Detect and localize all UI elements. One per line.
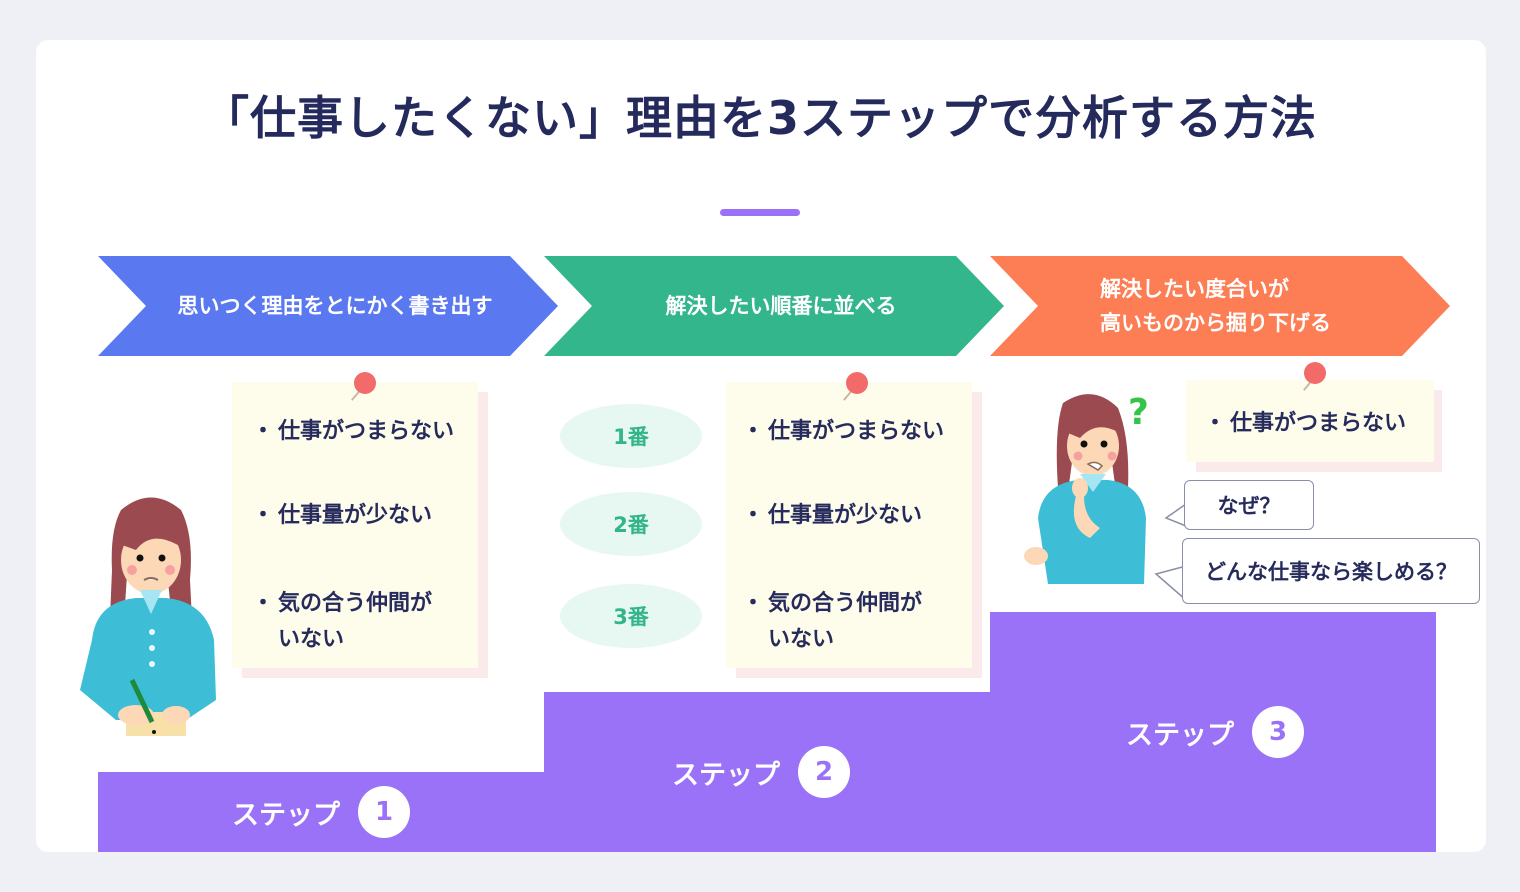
step1-note-item: ・気の合う仲間がいない bbox=[252, 591, 433, 652]
step3-label: ステップ 3 bbox=[1126, 706, 1304, 758]
speech-bubble-question: どんな仕事なら楽しめる？ bbox=[1182, 538, 1480, 604]
step1-note-item: ・仕事がつまらない bbox=[252, 419, 455, 444]
step1-chevron-shape bbox=[98, 256, 558, 356]
question-mark-icon: ? bbox=[1128, 392, 1149, 433]
title-underline bbox=[720, 209, 800, 216]
step2-chevron-label: 解決したい順番に並べる bbox=[665, 294, 897, 318]
person-writing-illustration bbox=[80, 497, 216, 736]
order-badge-1: 1番 bbox=[560, 404, 702, 468]
step2-note-item: ・気の合う仲間がいない bbox=[742, 591, 923, 652]
step2-block bbox=[544, 692, 990, 852]
bubble-tail bbox=[1154, 565, 1187, 601]
step2-number-badge: 2 bbox=[798, 746, 850, 798]
step2-label: ステップ 2 bbox=[672, 746, 850, 798]
step3-chevron-label: 解決したい度合いが 高いものから掘り下げる bbox=[1100, 277, 1331, 335]
step1-block bbox=[98, 772, 544, 852]
person-thinking-illustration bbox=[1024, 394, 1146, 584]
step2-note bbox=[726, 382, 972, 668]
order-badge-2: 2番 bbox=[560, 492, 702, 556]
step1-number-badge: 1 bbox=[358, 786, 410, 838]
step3-number-badge: 3 bbox=[1252, 706, 1304, 758]
speech-bubble-why: なぜ？ bbox=[1184, 480, 1314, 530]
step2-note-item: ・仕事量が少ない bbox=[742, 503, 923, 528]
step2-note-item: ・仕事がつまらない bbox=[742, 419, 945, 444]
step2-chevron-shape bbox=[544, 256, 1004, 356]
step3-note bbox=[1186, 380, 1434, 462]
step3-note-item: ・仕事がつまらない bbox=[1204, 411, 1407, 436]
step1-chevron-label: 思いつく理由をとにかく書き出す bbox=[177, 294, 493, 318]
step3-chevron-shape bbox=[990, 256, 1450, 356]
bubble-tail bbox=[1164, 503, 1187, 527]
step1-note bbox=[232, 382, 478, 668]
pin-icon bbox=[1304, 362, 1326, 384]
step1-note-item: ・仕事量が少ない bbox=[252, 503, 433, 528]
step3-block bbox=[990, 612, 1436, 852]
page-title: 「仕事したくない」理由を3ステップで分析する方法 bbox=[202, 91, 1317, 145]
pin-icon bbox=[354, 372, 376, 394]
order-badge-3: 3番 bbox=[560, 584, 702, 648]
step1-label: ステップ 1 bbox=[232, 786, 410, 838]
pin-icon bbox=[846, 372, 868, 394]
